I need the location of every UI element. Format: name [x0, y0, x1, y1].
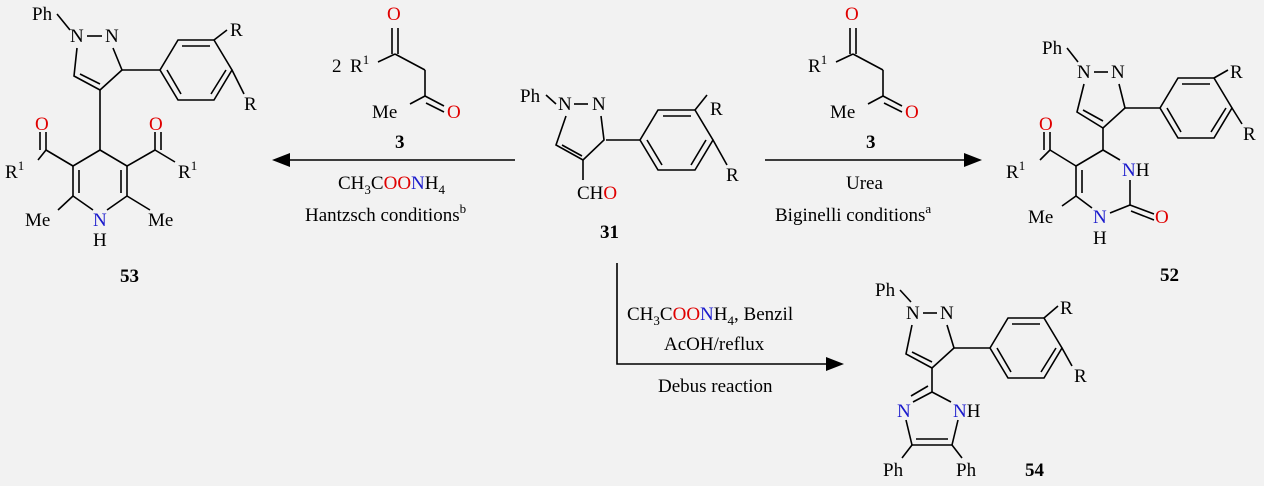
phenyl-label: Ph [1042, 38, 1063, 59]
ammonium-acetate-left: CH3COONH4 [338, 173, 446, 197]
methyl-label: Me [1028, 207, 1053, 228]
phenyl-left: Ph [883, 460, 904, 481]
r-substituent-2: R [1074, 366, 1087, 387]
methyl-left: Me [25, 210, 50, 231]
r1-label: R1 [808, 52, 827, 77]
compound-number-52: 52 [1160, 265, 1179, 286]
acyl-oxygen-right: O [149, 114, 163, 135]
nh-nitrogen: N [93, 210, 107, 231]
acyl-oxygen: O [1039, 114, 1053, 135]
compound-number-54: 54 [1025, 460, 1045, 481]
carbonyl-oxygen: O [387, 4, 401, 25]
r-substituent-1: R [1230, 62, 1243, 83]
phenyl-label: Ph [520, 86, 541, 107]
hantzsch-arrow: CH3COONH4 Hantzsch conditionsb [272, 153, 515, 226]
r-substituent-1: R [1060, 298, 1073, 319]
r-substituent-1: R [710, 99, 723, 120]
pyrazole-n1: N [70, 26, 84, 47]
biginelli-conditions: Biginelli conditionsa [775, 201, 931, 226]
pyrazole-n1: N [906, 303, 920, 324]
pyrazole-n2: N [1111, 62, 1125, 83]
r-substituent-2: R [1243, 124, 1256, 145]
acetic-acid-reflux: AcOH/reflux [664, 334, 765, 355]
ring-n3-hydrogen: H [1093, 228, 1107, 249]
pyrazole-n1: N [558, 94, 572, 115]
methyl-label: Me [830, 102, 855, 123]
pyrazole-n2: N [105, 26, 119, 47]
ring-n3: N [1093, 207, 1107, 228]
compound-54: Ph N N R R N NH Ph Ph 54 [875, 280, 1087, 481]
ketone-oxygen: O [447, 102, 461, 123]
r1-right: R1 [178, 158, 197, 183]
phenyl-label: Ph [875, 280, 896, 301]
nh-hydrogen: H [93, 230, 107, 251]
methyl-label: Me [372, 102, 397, 123]
r1-label: R1 [350, 52, 369, 77]
r-substituent-1: R [230, 20, 243, 41]
phenyl-label: Ph [32, 4, 53, 25]
pyrazole-n2: N [940, 303, 954, 324]
imidazole-n3: N [897, 401, 911, 422]
pyrazole-n1: N [1077, 62, 1091, 83]
compound-31: Ph N N R R CHO 31 [520, 86, 739, 243]
ring-nh: NH [1122, 160, 1150, 181]
r-substituent-2: R [244, 94, 257, 115]
urea-label: Urea [846, 173, 883, 194]
ammonium-acetate-benzil: CH3COONH4, Benzil [627, 304, 793, 328]
biginelli-arrow: Urea Biginelli conditionsa [765, 153, 982, 226]
ketone-oxygen: O [905, 102, 919, 123]
r1-label: R1 [1006, 158, 1025, 183]
r-substituent-2: R [726, 165, 739, 186]
stoichiometry: 2 [332, 56, 342, 77]
methyl-right: Me [148, 210, 173, 231]
aldehyde-label: CHO [577, 183, 617, 204]
compound-53: Ph N N R R N H Me Me O R1 [5, 4, 257, 287]
debus-arrow: CH3COONH4, Benzil AcOH/reflux Debus reac… [616, 263, 844, 397]
pyrazole-n2: N [592, 94, 606, 115]
carbonyl-oxygen: O [845, 4, 859, 25]
compound-number-31: 31 [600, 222, 619, 243]
urea-oxygen: O [1155, 207, 1169, 228]
phenyl-right: Ph [956, 460, 977, 481]
compound-number-3-left: 3 [395, 132, 405, 153]
r1-left: R1 [5, 158, 24, 183]
reagent-3-right: O R1 O Me 3 [808, 4, 919, 153]
compound-number-3-right: 3 [866, 132, 876, 153]
reagent-3-left: O 2 R1 O Me 3 [332, 4, 461, 153]
compound-number-53: 53 [120, 266, 139, 287]
acyl-oxygen-left: O [35, 114, 49, 135]
imidazole-nh: NH [953, 401, 981, 422]
hantzsch-conditions: Hantzsch conditionsb [305, 201, 466, 226]
compound-52: Ph N N R R NH O N H Me O R1 [1006, 38, 1256, 286]
debus-reaction-label: Debus reaction [658, 376, 773, 397]
